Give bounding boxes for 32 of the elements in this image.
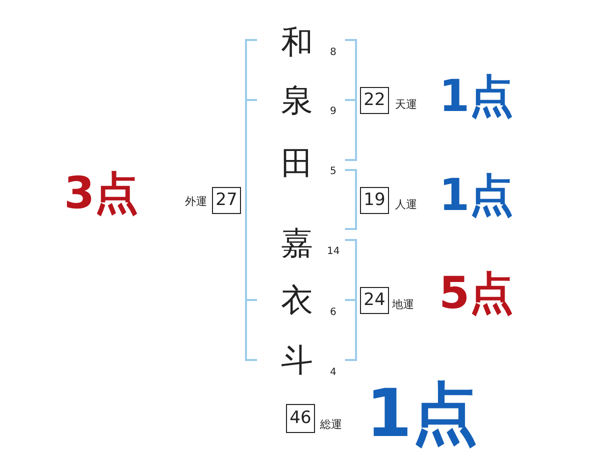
score-text: 5点 [439, 272, 514, 316]
number-box [360, 287, 389, 314]
stroke-count: 8 [330, 48, 336, 58]
stroke-count: 4 [330, 368, 336, 378]
stroke-count: 14 [327, 247, 340, 257]
fortune-number: 46 [290, 410, 312, 427]
fortune-label: 総運 [320, 418, 342, 430]
name-character: 田 [281, 147, 313, 179]
score-text: 3点 [64, 172, 139, 216]
name-character: 衣 [281, 284, 313, 316]
number-box [360, 187, 389, 214]
fortune-label: 地運 [392, 298, 414, 310]
fortune-number: 27 [216, 192, 238, 209]
name-character: 斗 [281, 344, 313, 376]
number-box [212, 187, 241, 214]
fortune-number: 24 [364, 292, 386, 309]
stroke-count: 9 [330, 107, 336, 117]
fortune-label: 天運 [395, 98, 417, 110]
fortune-label: 外運 [185, 196, 207, 206]
name-character: 泉 [281, 84, 313, 116]
fortune-label: 人運 [395, 198, 417, 210]
name-character: 和 [281, 26, 313, 58]
stroke-count: 5 [330, 167, 336, 177]
name-character: 嘉 [281, 227, 313, 259]
fortune-number: 22 [364, 92, 386, 109]
fortune-number: 19 [364, 192, 386, 209]
score-text: 1点 [366, 381, 478, 447]
score-text: 1点 [439, 75, 514, 119]
number-box [286, 404, 315, 433]
stroke-count: 6 [330, 308, 336, 318]
number-box [360, 87, 389, 114]
score-text: 1点 [439, 174, 514, 218]
